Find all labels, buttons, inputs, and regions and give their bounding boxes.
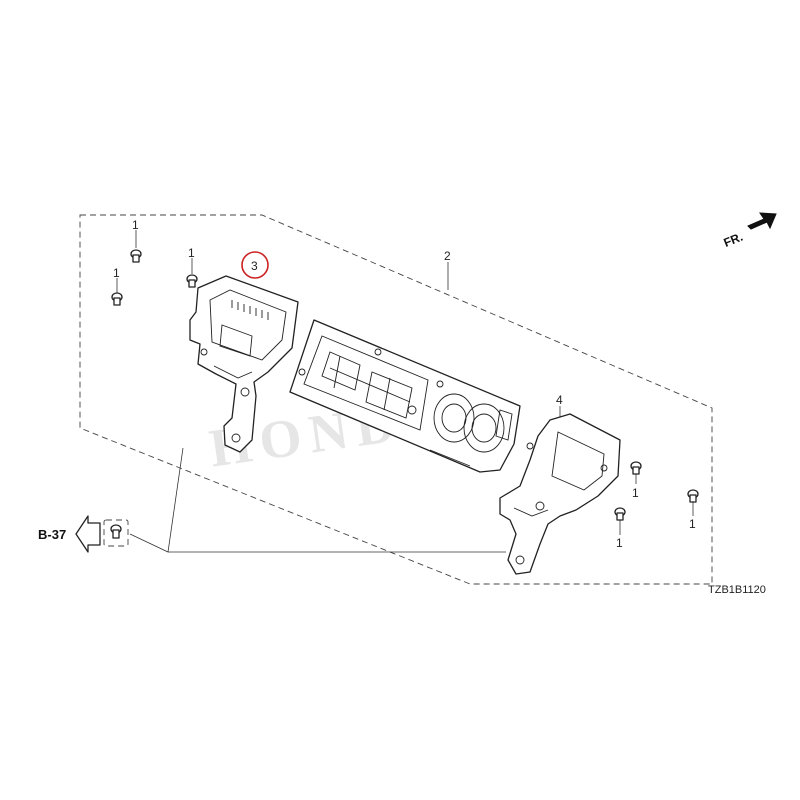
front-direction-label: FR. — [722, 230, 745, 250]
assembly-boundary — [79, 214, 713, 585]
diagram-code: TZB1B1120 — [708, 584, 766, 596]
bolt — [130, 249, 142, 263]
callout-2: 2 — [444, 249, 451, 263]
callout-1: 1 — [616, 536, 623, 550]
panel-dials — [433, 393, 505, 453]
left-bracket — [189, 275, 299, 453]
front-direction-arrow — [747, 212, 777, 230]
bolt — [687, 489, 699, 503]
reference-arrow — [75, 515, 101, 553]
bolt — [186, 274, 198, 288]
callout-1: 1 — [632, 486, 639, 500]
audio-panel — [289, 319, 521, 473]
reference-label: B-37 — [38, 527, 66, 542]
bolt — [630, 461, 642, 475]
bolt — [111, 292, 123, 306]
reference-bolt-box — [103, 519, 129, 547]
callout-1: 1 — [689, 517, 696, 531]
highlight-circle — [241, 251, 269, 279]
callout-3: 3 — [251, 259, 258, 273]
bolt — [614, 507, 626, 521]
callout-1: 1 — [113, 266, 120, 280]
callout-1: 1 — [188, 246, 195, 260]
left-bracket-slots — [231, 300, 269, 320]
leader-lines — [116, 230, 694, 553]
callout-4: 4 — [556, 393, 563, 407]
right-bracket — [499, 413, 621, 575]
callout-1: 1 — [132, 218, 139, 232]
